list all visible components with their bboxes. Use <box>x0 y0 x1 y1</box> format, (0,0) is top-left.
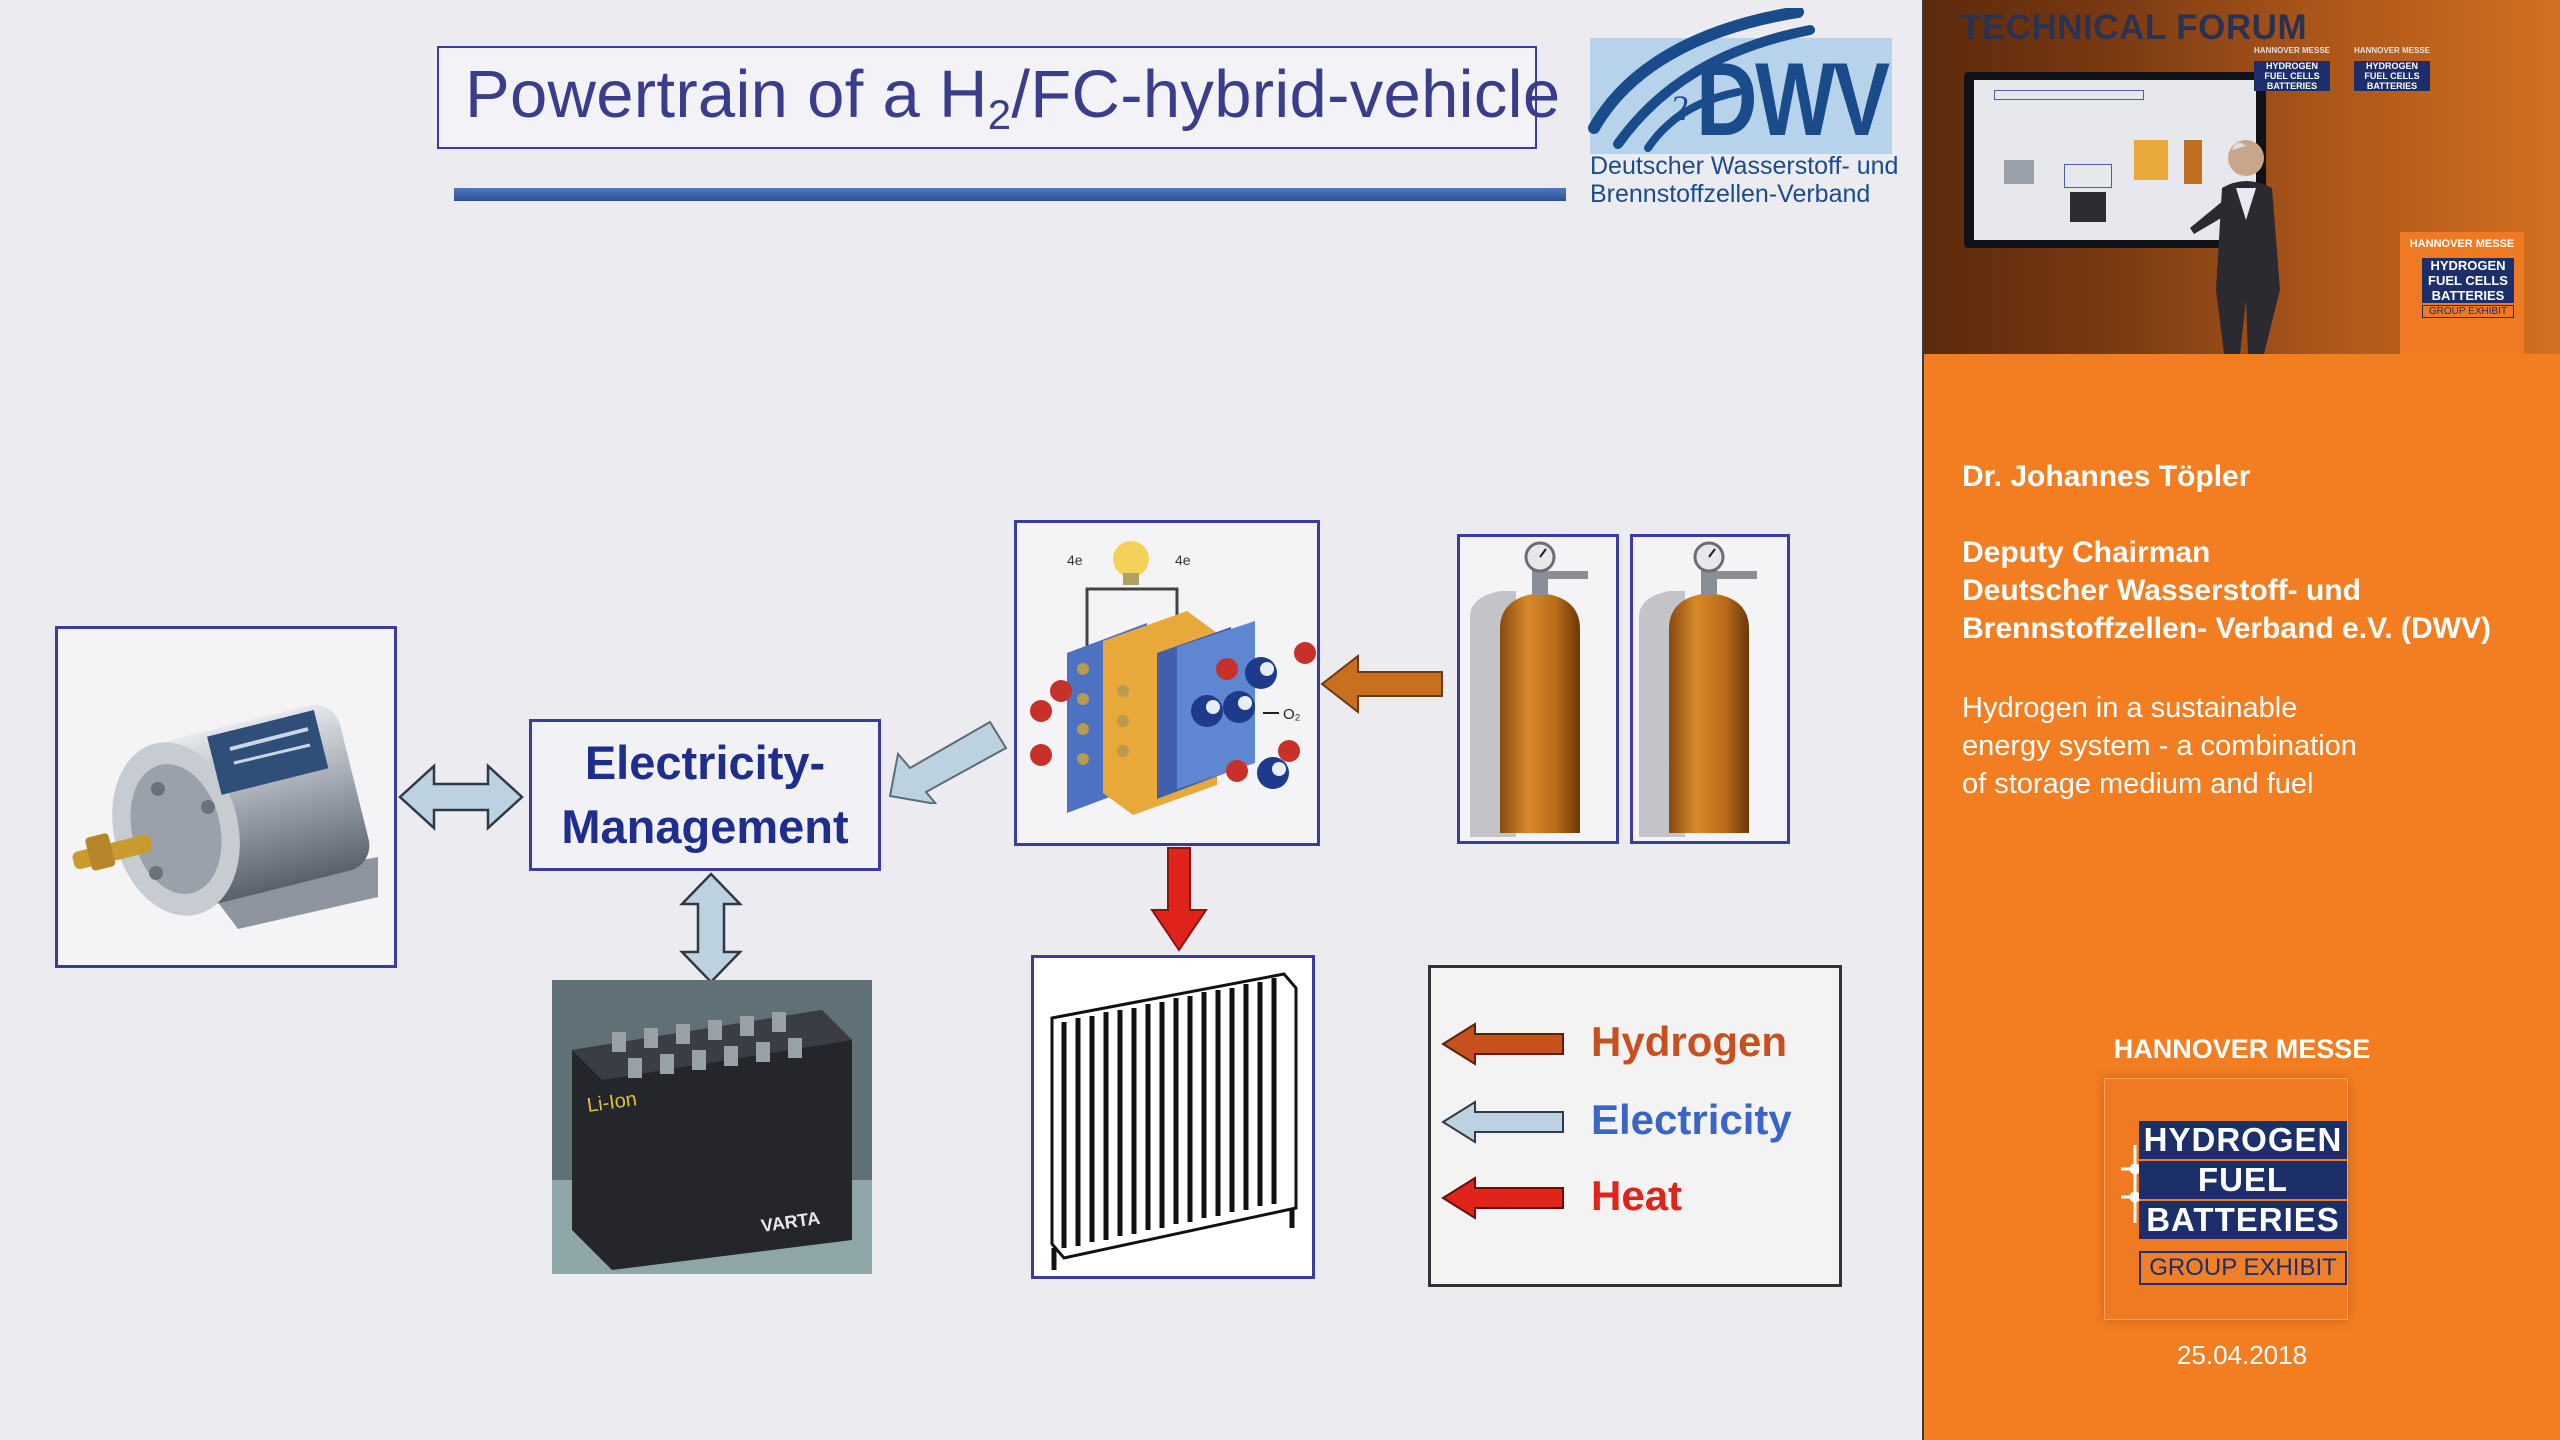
battery-icon: Li-Ion VARTA <box>552 980 872 1274</box>
booth-sign-3-row2: FUEL CELLS <box>2422 273 2514 288</box>
dwv-logo-line1: Deutscher Wasserstoff- und <box>1590 152 1899 180</box>
speaker-role-line2: Deutscher Wasserstoff- und <box>1962 574 2361 607</box>
dwv-logo-box <box>1590 38 1892 154</box>
double-arrow-em-battery-icon <box>679 872 743 984</box>
booth-sign-1-row2: FUEL CELLS <box>2254 71 2330 81</box>
speaker-name: Dr. Johannes Töpler <box>1962 460 2251 493</box>
booth-sign-1-label: HANNOVER MESSE <box>2254 46 2331 55</box>
screen-em <box>2064 164 2112 188</box>
logo-row-hydrogen: HYDROGEN <box>2139 1121 2347 1159</box>
screen-fuelcell <box>2134 140 2168 180</box>
dwv-logo-word: DWV <box>1696 42 1890 158</box>
talk-title-line3: of storage medium and fuel <box>1962 768 2314 800</box>
electron-label-left: 4e <box>1067 552 1083 568</box>
legend-label-heat: Heat <box>1591 1172 1683 1219</box>
svg-text:2: 2 <box>1670 88 1688 128</box>
speaker-info-panel: Dr. Johannes Töpler Deputy Chairman Deut… <box>1924 354 2560 1440</box>
booth-sign-1: HANNOVER MESSE HYDROGEN FUEL CELLS BATTE… <box>2254 46 2330 114</box>
panel-divider <box>1922 0 1925 1440</box>
speaker-role-line3: Brennstoffzellen- Verband e.V. (DWV) <box>1962 612 2491 645</box>
legend-label-hydrogen: Hydrogen <box>1591 1018 1788 1065</box>
technical-forum-title: TECHNICAL FORUM <box>1960 8 2308 47</box>
legend-heat-arrow-icon <box>1441 1176 1564 1220</box>
booth-sign-2-row2: FUEL CELLS <box>2354 71 2430 81</box>
dwv-swoosh-icon: 2 <box>1588 8 1815 152</box>
booth-sign-1-row1: HYDROGEN <box>2254 61 2330 71</box>
logo-row-batteries: BATTERIES <box>2139 1201 2347 1239</box>
booth-sign-2-label: HANNOVER MESSE <box>2354 46 2431 55</box>
event-date: 25.04.2018 <box>2176 1340 2308 1370</box>
electric-motor-icon <box>72 704 378 929</box>
radiator-icon <box>1050 972 1298 1270</box>
legend-electricity-arrow-icon <box>1441 1100 1564 1144</box>
hydrogen-tank-image-2 <box>1630 534 1790 844</box>
hydrogen-arrow-icon <box>1320 653 1443 715</box>
screen-motor <box>2004 160 2034 184</box>
logo-row-fuel-cells: FUEL CELLS <box>2139 1161 2347 1236</box>
electric-motor-image <box>55 626 397 968</box>
title-underline <box>454 188 1566 201</box>
radiator-image <box>1031 955 1315 1279</box>
hydrogen-tank-image-1 <box>1457 534 1619 844</box>
fuel-cell-image: 4e 4e O₂ <box>1014 520 1320 846</box>
legend-label-electricity: Electricity <box>1591 1096 1792 1143</box>
booth-sign-1-row3: BATTERIES <box>2254 81 2330 91</box>
legend-row-hydrogen: Hydrogen <box>1431 1012 1839 1072</box>
energy-flow-legend: Hydrogen Electricity Heat <box>1428 965 1842 1287</box>
electricity-management-line2: Management <box>561 800 849 853</box>
logo-connector-icon <box>2121 1145 2149 1223</box>
battery-image: Li-Ion VARTA <box>552 980 872 1274</box>
booth-sign-3: HANNOVER MESSE HYDROGEN FUEL CELLS BATTE… <box>2400 232 2524 354</box>
talk-title-line1: Hydrogen in a sustainable <box>1962 692 2298 724</box>
electron-label-right: 4e <box>1175 552 1191 568</box>
legend-hydrogen-arrow-icon <box>1441 1022 1564 1066</box>
double-arrow-motor-em-icon <box>398 763 524 831</box>
presentation-slide: Powertrain of a H2/FC-hybrid-vehicle 2 D… <box>55 8 1899 1287</box>
talk-title-line2: energy system - a combination <box>1962 730 2357 762</box>
slide-title: Powertrain of a H2/FC-hybrid-vehicle <box>465 57 1561 138</box>
booth-sign-2: HANNOVER MESSE HYDROGEN FUEL CELLS BATTE… <box>2354 46 2430 114</box>
booth-sign-3-label: HANNOVER MESSE <box>2409 238 2515 250</box>
booth-sign-3-row3: BATTERIES <box>2422 288 2514 303</box>
arrow-fuelcell-to-em-icon <box>888 720 1008 804</box>
booth-sign-3-row1: HYDROGEN <box>2422 258 2514 273</box>
speaker-figure-icon <box>2190 140 2280 354</box>
booth-sign-3-group: GROUP EXHIBIT <box>2422 305 2514 318</box>
electricity-management-box: Electricity- Management <box>529 719 881 871</box>
heat-arrow-icon <box>1150 847 1208 952</box>
screen-tank <box>2184 140 2202 184</box>
booth-sign-2-row1: HYDROGEN <box>2354 61 2430 71</box>
hydrogen-tank-icon-2 <box>1639 541 1757 837</box>
electricity-management-line1: Electricity- <box>584 736 826 789</box>
screen-title-bar <box>1994 90 2144 100</box>
dwv-logo-line2: Brennstoffzellen-Verband <box>1590 180 1871 208</box>
dwv-logo: 2 DWV Deutscher Wasserstoff- und Brennst… <box>1588 8 1898 208</box>
slide-title-box: Powertrain of a H2/FC-hybrid-vehicle <box>437 46 1560 149</box>
speaker-role-line1: Deputy Chairman <box>1962 536 2211 569</box>
speaker-video-feed: TECHNICAL FORUM HANNOVER MESSE HYDROGEN … <box>1924 0 2560 354</box>
hannover-messe-label: HANNOVER MESSE <box>2113 1034 2371 1064</box>
booth-sign-2-row3: BATTERIES <box>2354 81 2430 91</box>
logo-group-exhibit: GROUP EXHIBIT <box>2139 1251 2347 1285</box>
hydrogen-tank-icon-1 <box>1470 541 1588 837</box>
fuel-cell-icon: 4e 4e O₂ <box>1030 541 1316 815</box>
legend-row-heat: Heat <box>1431 1166 1839 1226</box>
hydrogen-fuelcells-batteries-logo: HYDROGEN FUEL CELLS BATTERIES GROUP EXHI… <box>2104 1078 2348 1320</box>
legend-row-electricity: Electricity <box>1431 1090 1839 1150</box>
oxygen-label: O₂ <box>1283 706 1301 723</box>
screen-battery <box>2070 192 2106 222</box>
